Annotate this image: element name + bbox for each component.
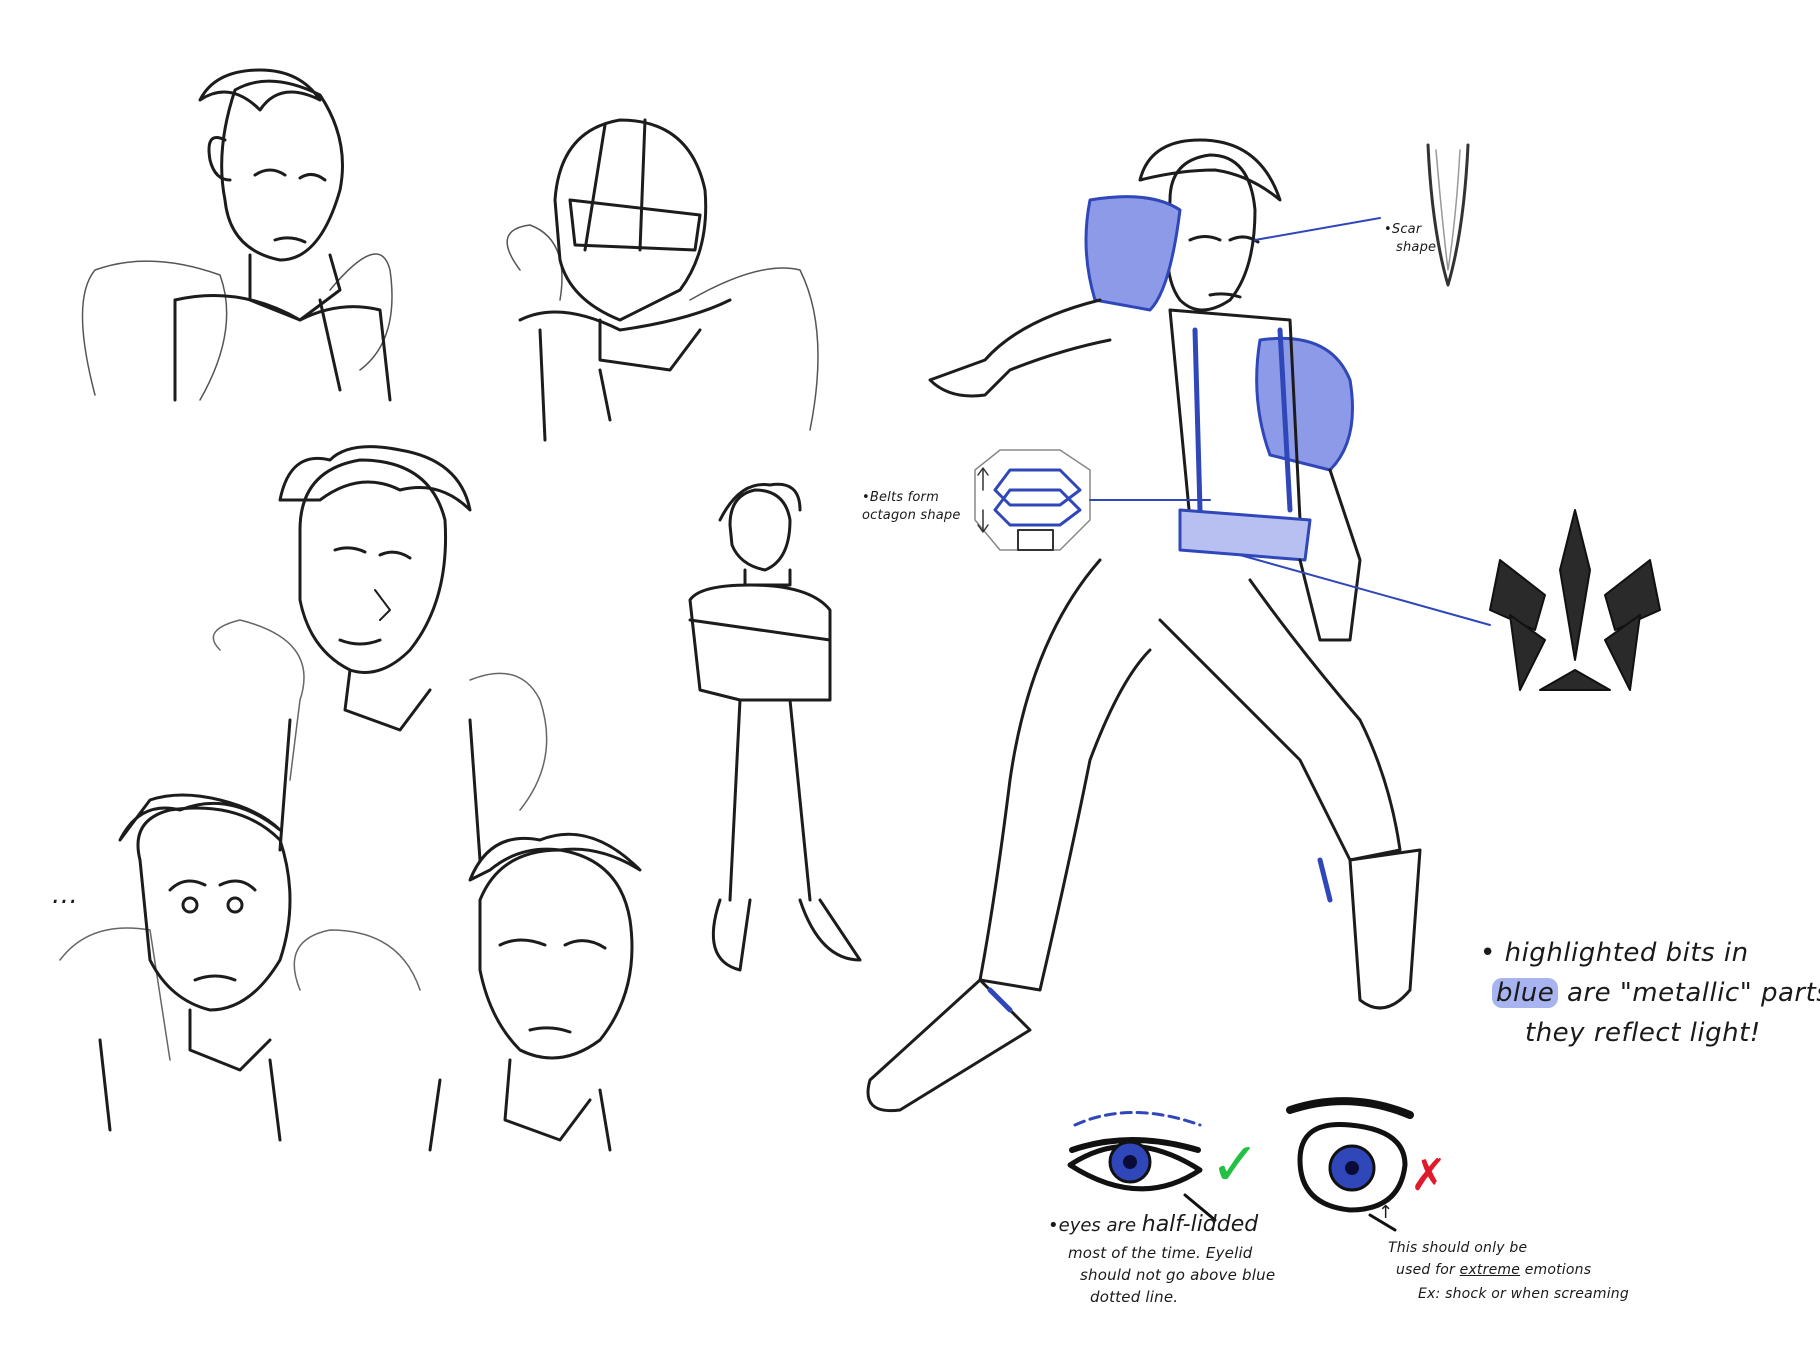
ellipsis-text: ...	[52, 880, 79, 910]
eyes-bad-line3: Ex: shock or when screaming	[1418, 1286, 1629, 1302]
scar-note-line2: shape	[1396, 240, 1437, 255]
eyes-bad-arrow: ↑	[1378, 1202, 1394, 1223]
emblem-leader-line	[1239, 554, 1491, 626]
metal-note-bullet: •	[1480, 938, 1496, 968]
emblem-icon	[1489, 509, 1661, 691]
half-lidded-eye-icon	[1067, 1111, 1217, 1222]
action-pose-figure	[866, 138, 1422, 1113]
scar-leader-line	[1254, 217, 1381, 241]
eyes-bad-line2: used for extreme emotions	[1396, 1262, 1591, 1278]
eyes-good-line2: most of the time. Eyelid	[1068, 1244, 1253, 1262]
belt-octagon-diagram	[974, 449, 1091, 551]
metal-note-text2: are "metallic" parts...	[1566, 978, 1820, 1008]
smirk-sketch	[212, 445, 548, 862]
eyes-bad-line2a: used for	[1396, 1262, 1460, 1278]
cross-mark-icon: ✗	[1410, 1150, 1447, 1201]
scar-shape-icon	[1426, 143, 1470, 287]
eyes-bad-line2b: extreme	[1459, 1262, 1521, 1278]
eyes-good-line4: dotted line.	[1090, 1288, 1179, 1306]
metal-note-blue-highlight: blue	[1492, 978, 1559, 1008]
belt-note-line2: octagon shape	[862, 508, 961, 523]
portrait-sketch	[81, 68, 393, 402]
belt-note-line1: •Belts form	[862, 490, 939, 505]
scar-note-line1: •Scar	[1384, 222, 1422, 237]
scowl-sketch	[293, 832, 642, 1152]
eyes-good-line1: •eyes are half-lidded	[1048, 1212, 1258, 1237]
crossed-arms-figure	[688, 482, 862, 972]
metal-note-line2: blue are "metallic" parts...	[1492, 978, 1820, 1008]
metal-note-text1: highlighted bits in	[1504, 938, 1749, 968]
helmet-sketch	[506, 118, 819, 442]
metal-note-line1: • highlighted bits in	[1480, 938, 1749, 968]
eyes-good-line1a: •eyes are	[1048, 1215, 1142, 1236]
eyes-good-line1b: half-lidded	[1141, 1212, 1259, 1237]
metal-note-line3: they reflect light!	[1525, 1018, 1761, 1048]
eyes-good-line3: should not go above blue	[1080, 1266, 1276, 1284]
check-mark-icon: ✓	[1210, 1130, 1261, 1200]
eyes-bad-line2c: emotions	[1520, 1262, 1592, 1278]
worried-sketch	[59, 793, 292, 1142]
eyes-bad-line1: This should only be	[1388, 1240, 1528, 1256]
wide-eye-icon	[1286, 1097, 1414, 1232]
